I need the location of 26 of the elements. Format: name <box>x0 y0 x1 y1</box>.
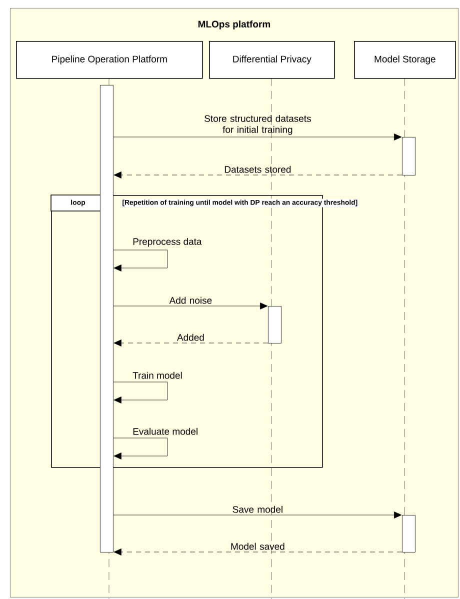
edge-label: Added <box>176 334 204 341</box>
edge-label: Preprocess data <box>133 238 202 247</box>
message-arrow <box>114 340 268 346</box>
message-arrow <box>114 172 402 178</box>
edge-label: Evaluate model <box>133 428 198 435</box>
participant-box: Differential Privacy <box>209 41 335 79</box>
activation-bar <box>402 137 416 176</box>
edge-label: Model saved <box>231 542 284 550</box>
message-arrow <box>114 548 402 556</box>
participant-box: Pipeline Operation Platform <box>16 41 203 79</box>
participant-box: Model Storage <box>354 41 456 79</box>
loop-frame <box>51 195 323 468</box>
self-message-arrow <box>113 438 168 460</box>
self-message-arrow <box>113 250 168 272</box>
self-message-arrow <box>113 382 168 404</box>
message-arrow <box>113 512 402 518</box>
activation-bar <box>268 306 282 344</box>
message-arrow <box>113 302 268 310</box>
edge-label: Save model <box>232 506 282 513</box>
edge-label: Store structured datasets for initial training <box>204 114 311 135</box>
activation-bar <box>402 515 416 552</box>
edge-label: Add noise <box>169 296 212 304</box>
message-arrow <box>113 134 402 140</box>
frame-title: MLOps platform <box>198 20 270 30</box>
edge-label: Train model <box>132 372 182 379</box>
edge-label: Datasets stored <box>224 166 291 173</box>
